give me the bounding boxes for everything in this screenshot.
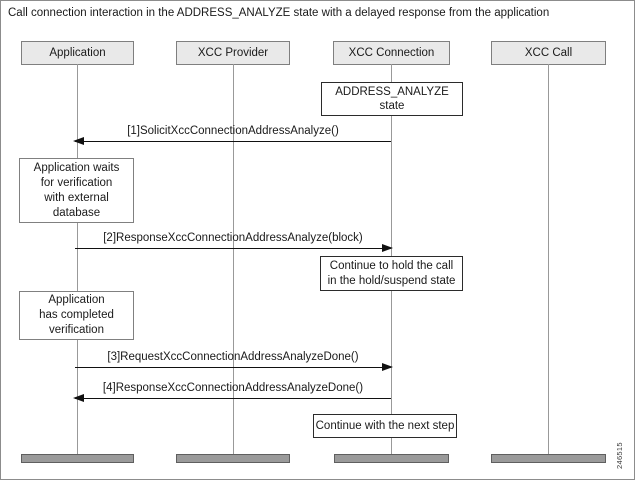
- figure-number: 246515: [615, 442, 624, 470]
- message-4-line: [73, 394, 391, 402]
- note-next-step: Continue with the next step: [313, 414, 457, 438]
- termination-bar-xcc-provider: [176, 454, 290, 463]
- actor-xcc-call: XCC Call: [491, 41, 606, 65]
- lifeline-application: [77, 64, 78, 454]
- termination-bar-xcc-connection: [334, 454, 449, 463]
- message-2-label: [2]ResponseXccConnectionAddressAnalyze(b…: [103, 232, 363, 244]
- message-1-line: [73, 137, 391, 145]
- actor-application: Application: [21, 41, 134, 65]
- diagram-title: Call connection interaction in the ADDRE…: [8, 7, 550, 19]
- note-hold-call: Continue to hold the call in the hold/su…: [320, 256, 463, 291]
- message-3-line: [75, 363, 393, 371]
- arrowhead-icon: [73, 394, 84, 402]
- message-3-label: [3]RequestXccConnectionAddressAnalyzeDon…: [107, 351, 359, 363]
- note-application-completed: Application has completed verification: [19, 291, 134, 340]
- message-2-line: [75, 244, 393, 252]
- arrowhead-icon: [382, 363, 393, 371]
- lifeline-xcc-provider: [233, 64, 234, 454]
- arrowhead-icon: [382, 244, 393, 252]
- message-1-label: [1]SolicitXccConnectionAddressAnalyze(): [127, 125, 339, 137]
- actor-xcc-provider: XCC Provider: [176, 41, 290, 65]
- lifeline-xcc-call: [548, 64, 549, 454]
- note-application-waits: Application waits for verification with …: [19, 158, 134, 223]
- message-4-label: [4]ResponseXccConnectionAddressAnalyzeDo…: [102, 382, 364, 394]
- actor-xcc-connection: XCC Connection: [333, 41, 450, 65]
- state-note-address-analyze: ADDRESS_ANALYZE state: [321, 82, 463, 116]
- termination-bar-xcc-call: [491, 454, 606, 463]
- termination-bar-application: [21, 454, 134, 463]
- arrowhead-icon: [73, 137, 84, 145]
